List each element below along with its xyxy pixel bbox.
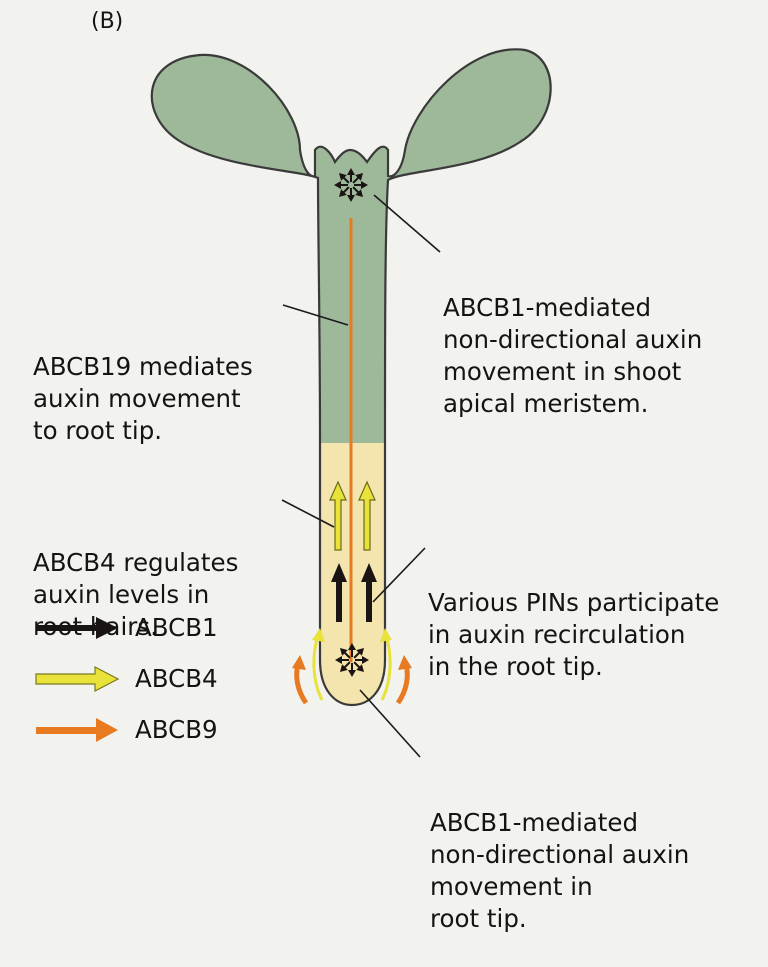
legend-label-abcb1: ABCB1 xyxy=(135,612,218,644)
legend-label-abcb9: ABCB9 xyxy=(135,714,218,746)
panel-label: (B) xyxy=(91,6,123,38)
legend-label-abcb4: ABCB4 xyxy=(135,663,218,695)
